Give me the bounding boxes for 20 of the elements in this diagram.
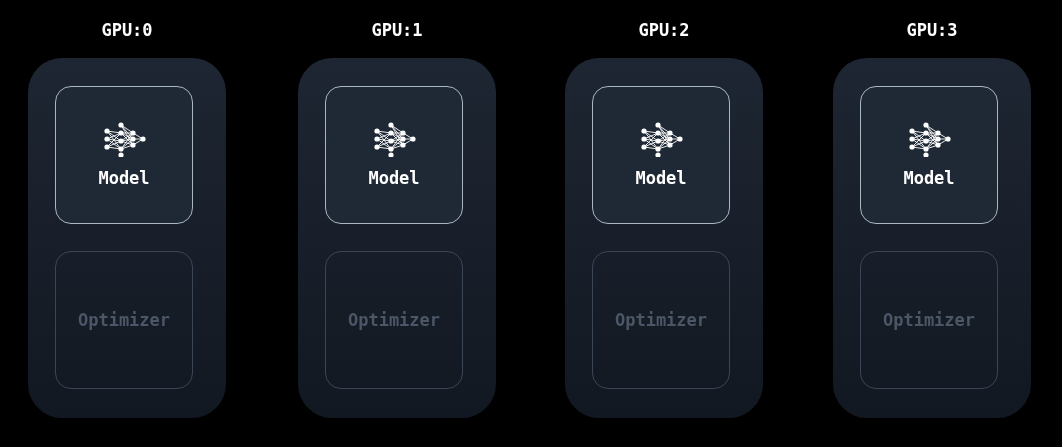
model-box	[860, 86, 998, 224]
column-heading: GPU:3	[905, 19, 959, 42]
optimizer-box	[860, 251, 998, 389]
model-box	[592, 86, 730, 224]
box-label: Model	[635, 167, 687, 189]
model-box	[55, 86, 193, 224]
box-label: Model	[98, 167, 150, 189]
optimizer-box	[325, 251, 463, 389]
box-label: Model	[903, 167, 955, 189]
box-label: Optimizer	[77, 309, 171, 331]
model-box	[325, 86, 463, 224]
column-heading: GPU:2	[637, 19, 691, 42]
box-label: Optimizer	[882, 309, 976, 331]
box-label: Model	[368, 167, 420, 189]
optimizer-box	[55, 251, 193, 389]
optimizer-box	[592, 251, 730, 389]
box-label: Optimizer	[614, 309, 708, 331]
column-heading: GPU:1	[370, 19, 424, 42]
box-label: Optimizer	[347, 309, 441, 331]
column-heading: GPU:0	[100, 19, 154, 42]
